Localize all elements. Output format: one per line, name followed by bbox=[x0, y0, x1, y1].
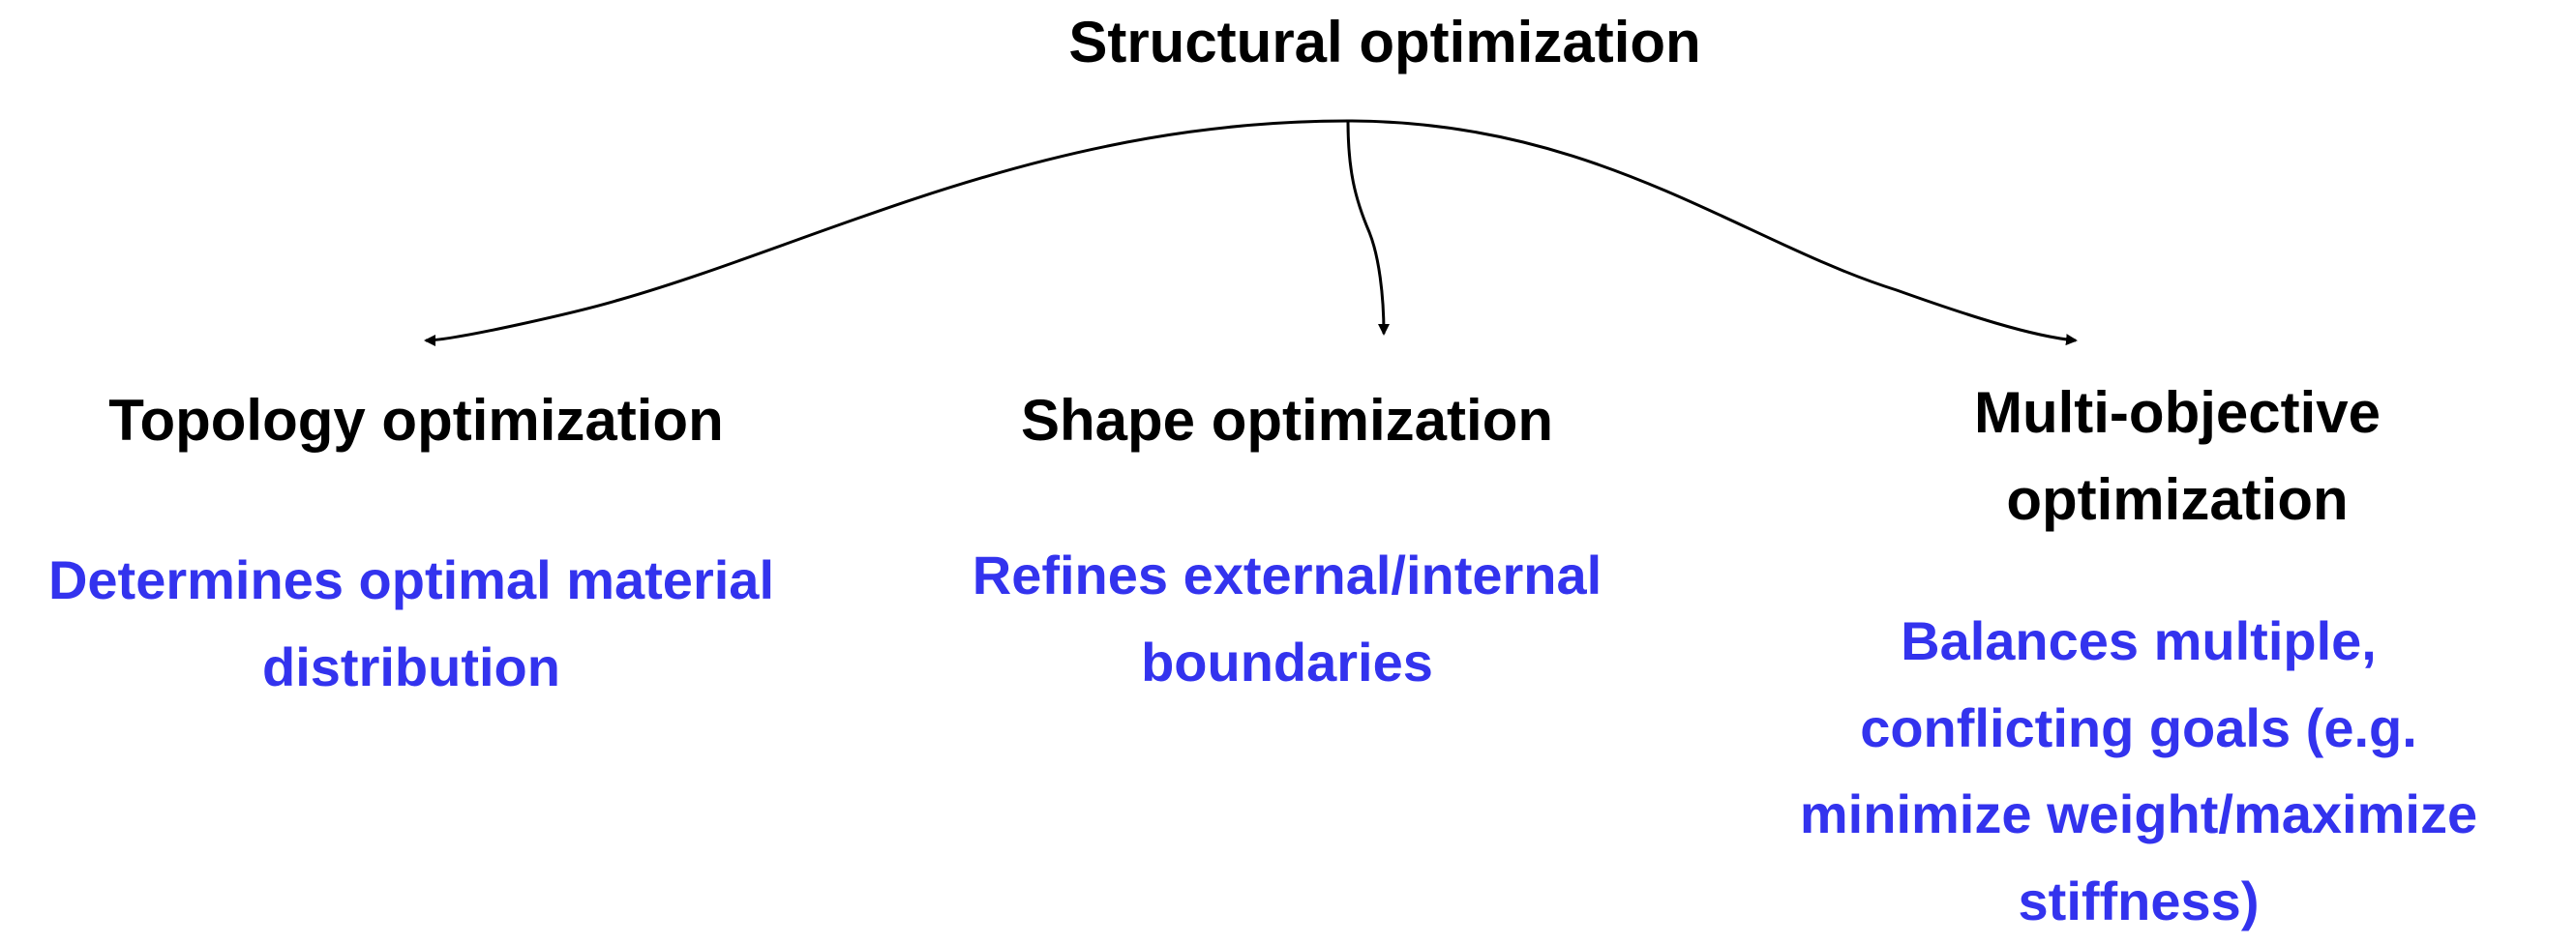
root-node-label: Structural optimization bbox=[1068, 10, 1701, 74]
branch-title-topology: Topology optimization bbox=[108, 388, 724, 453]
connector-arrow-shape bbox=[1346, 120, 1390, 336]
connector-arrow-topology bbox=[424, 119, 1349, 346]
branch-description-multi-objective: Balances multiple,conflicting goals (e.g… bbox=[1799, 610, 2478, 931]
branch-title-shape: Shape optimization bbox=[1020, 388, 1554, 453]
connector-diagram bbox=[424, 119, 2078, 346]
connector-arrow-multi-objective bbox=[1347, 119, 2078, 346]
